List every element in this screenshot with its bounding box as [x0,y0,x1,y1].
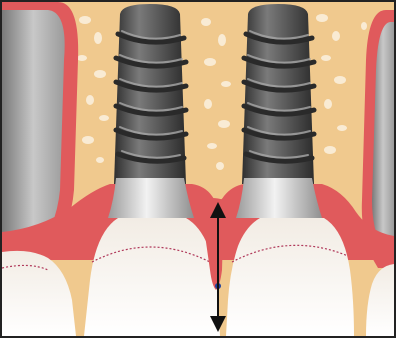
right-implant-crown [226,218,354,336]
left-implant-crown [84,218,220,336]
left-implant-collar [108,178,194,218]
right-implant-collar [236,178,322,218]
